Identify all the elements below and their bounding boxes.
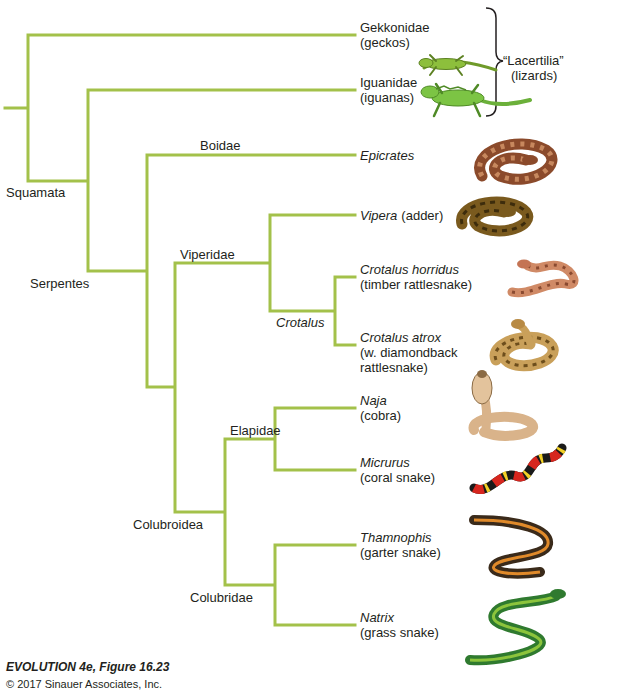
iguana-illustration	[421, 84, 530, 116]
diamondback-illustration	[495, 319, 553, 366]
common-name: (adder)	[401, 208, 443, 223]
taxon-name: Epicrates	[360, 148, 414, 163]
cobra-illustration	[472, 370, 533, 436]
common-name: (coral snake)	[360, 470, 435, 485]
taxon-name: Micrurus	[360, 455, 410, 470]
clade-name: Colubroidea	[133, 517, 203, 532]
adder-illustration	[462, 202, 528, 231]
garter-snake-illustration	[474, 520, 548, 574]
common-name: (cobra)	[360, 408, 401, 423]
timber-rattlesnake-illustration	[512, 260, 574, 293]
taxon-name: Thamnophis	[360, 530, 432, 545]
copyright-note: © 2017 Sinauer Associates, Inc.	[6, 677, 162, 691]
group-name: (lizards)	[511, 68, 557, 83]
clade-name: Squamata	[6, 185, 65, 200]
coral-snake-illustration	[474, 448, 562, 490]
group-name: “Lacertilia”	[503, 53, 564, 68]
taxon-name: Vipera	[360, 208, 397, 223]
gecko-illustration	[419, 55, 496, 75]
clade-name: Colubridae	[190, 590, 253, 605]
boa-illustration	[480, 144, 552, 179]
taxon-name: Naja	[360, 393, 387, 408]
clade-name: Boidae	[200, 138, 240, 153]
figure-credit: EVOLUTION 4e, Figure 16.23	[6, 660, 169, 675]
taxon-name: Crotalus horridus	[360, 262, 459, 277]
clade-name: Viperidae	[180, 247, 235, 262]
grass-snake-illustration	[470, 589, 566, 660]
lizard-bracket	[486, 8, 503, 116]
common-name: (geckos)	[360, 35, 410, 50]
common-name: (garter snake)	[360, 545, 441, 560]
clade-name: Elapidae	[230, 423, 281, 438]
taxon-name: Gekkonidae	[360, 20, 429, 35]
clade-name: Crotalus	[276, 315, 324, 330]
taxon-name: Natrix	[360, 610, 394, 625]
taxon-name: Iguanidae	[360, 75, 417, 90]
clade-name: Serpentes	[30, 276, 89, 291]
common-name: (iguanas)	[360, 90, 414, 105]
common-name: (w. diamondback rattlesnake)	[360, 345, 468, 375]
common-name: (grass snake)	[360, 625, 439, 640]
common-name: (timber rattlesnake)	[360, 277, 472, 292]
taxon-name: Crotalus atrox	[360, 330, 441, 345]
phylogeny-branches	[5, 35, 355, 625]
